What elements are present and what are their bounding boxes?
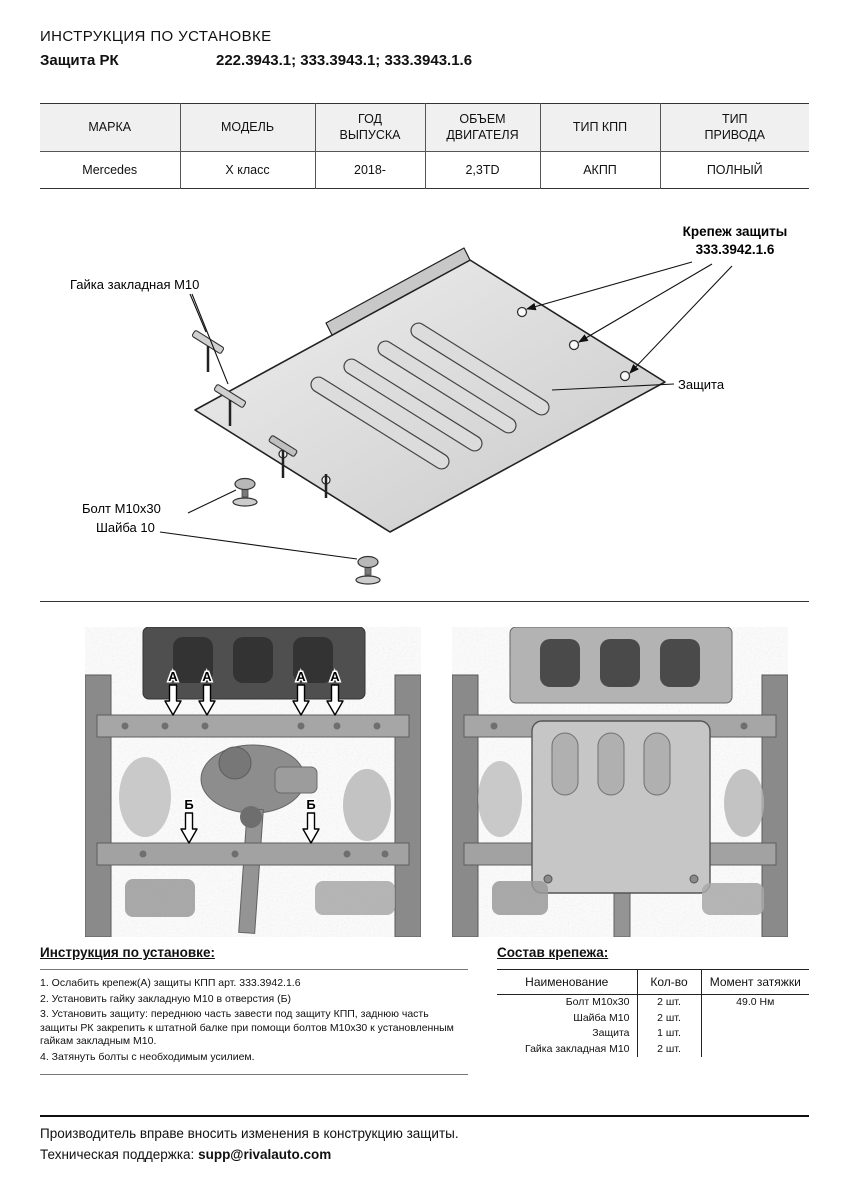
- underbody-photo-before: А А А А Б Б: [85, 627, 421, 937]
- driveshaft: [613, 890, 631, 937]
- hw-item-qty: 2 шт.: [636, 994, 701, 1011]
- hw-item-name: Гайка закладная М10: [524, 1042, 630, 1055]
- marker-a-icon: А: [292, 668, 310, 716]
- hw-item-name: Шайба М10: [573, 1011, 630, 1024]
- assembly-diagram: Крепеж защиты 333.3942.1.6 Гайка закладн…: [70, 224, 788, 585]
- bolt-part: [355, 555, 381, 585]
- installation-section: Инструкция по установке: 1. Ослабить кре…: [40, 945, 480, 1075]
- spec-data-row: Mercedes X класс 2018- 2,3TD АКПП ПОЛНЫЙ: [40, 151, 809, 189]
- hw-header-qty: Кол-во: [636, 969, 701, 995]
- divider-rule: [40, 601, 809, 602]
- spec-header-brand: МАРКА: [40, 103, 180, 153]
- marker-a-icon: А: [326, 668, 344, 716]
- hardware-row: Защита 1 шт.: [497, 1026, 809, 1042]
- installation-steps: 1. Ослабить крепеж(А) защиты КПП арт. 33…: [40, 969, 468, 1075]
- hardware-row: Гайка закладная М10 2 шт.: [497, 1041, 809, 1057]
- document-title: ИНСТРУКЦИЯ ПО УСТАНОВКЕ: [40, 28, 272, 45]
- hardware-row: Болт М10х30 2 шт. 49.0 Нм: [497, 994, 809, 1011]
- svg-text:А: А: [168, 669, 178, 684]
- bolt-part: [232, 477, 258, 507]
- shield-plate: [194, 247, 666, 533]
- hardware-row: Шайба М10 2 шт.: [497, 1010, 809, 1026]
- support-line: Техническая поддержка: supp@rivalauto.co…: [40, 1147, 809, 1162]
- washer-part: [232, 497, 258, 507]
- rivet-nut-part: [191, 330, 225, 372]
- document-header: ИНСТРУКЦИЯ ПО УСТАНОВКЕ Защита РК 222.39…: [40, 28, 809, 69]
- product-name: Защита РК: [40, 52, 119, 69]
- washer-part: [355, 575, 381, 585]
- spec-table: МАРКА МОДЕЛЬ ГОД ВЫПУСКА ОБЪЕМ ДВИГАТЕЛЯ…: [40, 103, 809, 190]
- spec-value-brand: Mercedes: [82, 163, 138, 178]
- step-item: 4. Затянуть болты с необходимым усилием.: [40, 1050, 255, 1063]
- hardware-header-row: Наименование Кол-во Момент затяжки: [497, 969, 809, 995]
- spec-value-model: X класс: [179, 151, 315, 189]
- hardware-section: Состав крепежа: Наименование Кол-во Моме…: [497, 945, 809, 1057]
- spec-value-drive: ПОЛНЫЙ: [659, 151, 809, 189]
- rivet-nut-part: [213, 384, 247, 426]
- underbody-parts: [452, 627, 788, 937]
- spec-header-drive: ТИП ПРИВОДА: [659, 103, 809, 153]
- document-subtitle: Защита РК 222.3943.1; 333.3943.1; 333.39…: [40, 52, 809, 69]
- step-item: 2. Установить гайку закладную М10 в отве…: [40, 992, 291, 1005]
- step-item: 3. Установить защиту: переднюю часть зав…: [40, 1008, 454, 1047]
- leader-lines: [159, 261, 733, 560]
- shield-label: Защита: [678, 377, 725, 392]
- footer-rule: [40, 1115, 809, 1117]
- manufacturer-notice: Производитель вправе вносить изменения в…: [40, 1126, 459, 1141]
- hw-item-qty: 1 шт.: [636, 1026, 701, 1042]
- marker-b-icon: Б: [180, 796, 198, 844]
- fastener-kit-article: 333.3942.1.6: [696, 242, 775, 257]
- article-numbers: 222.3943.1; 333.3943.1; 333.3943.1.6: [216, 52, 473, 69]
- hw-item-qty: 2 шт.: [636, 1010, 701, 1026]
- bolt-label: Болт М10х30: [82, 501, 161, 516]
- svg-text:Б: Б: [306, 797, 315, 812]
- marker-b-icon: Б: [302, 796, 320, 844]
- hw-item-qty: 2 шт.: [636, 1041, 701, 1057]
- hw-item-torque: [700, 1041, 809, 1057]
- underbody-parts: [85, 627, 421, 937]
- hw-item-torque: 49.0 Нм: [700, 994, 809, 1011]
- hw-item-name: Защита: [592, 1027, 630, 1039]
- spec-header-engine: ОБЪЕМ ДВИГАТЕЛЯ: [424, 103, 540, 153]
- svg-text:Б: Б: [184, 797, 193, 812]
- fastener-kit-label: Крепеж защиты: [683, 224, 788, 239]
- underbody-photo-after: [452, 627, 788, 937]
- spec-value-engine: 2,3TD: [424, 151, 540, 189]
- hw-item-torque: [700, 1010, 809, 1026]
- skid-plate-installed: [531, 720, 711, 894]
- svg-text:А: А: [296, 669, 306, 684]
- installation-title: Инструкция по установке:: [40, 945, 215, 960]
- upper-crossmember: [96, 714, 410, 738]
- spec-value-gearbox: АКПП: [539, 151, 660, 189]
- spec-header-gearbox: ТИП КПП: [539, 103, 660, 153]
- spec-header-model: МОДЕЛЬ: [179, 103, 315, 153]
- step-item: 1. Ослабить крепеж(А) защиты КПП арт. 33…: [40, 977, 301, 989]
- support-email: supp@rivalauto.com: [198, 1147, 332, 1162]
- hw-header-name: Наименование: [497, 969, 637, 995]
- lower-crossmember: [96, 842, 410, 866]
- hw-item-name: Болт М10х30: [565, 996, 630, 1008]
- hardware-table: Наименование Кол-во Момент затяжки Болт …: [497, 969, 809, 1057]
- support-label: Техническая поддержка:: [40, 1147, 195, 1162]
- washer-label: Шайба 10: [96, 520, 155, 535]
- svg-text:А: А: [202, 669, 212, 684]
- spec-header-row: МАРКА МОДЕЛЬ ГОД ВЫПУСКА ОБЪЕМ ДВИГАТЕЛЯ…: [40, 103, 809, 153]
- spec-value-year: 2018-: [314, 151, 425, 189]
- spec-header-year: ГОД ВЫПУСКА: [314, 103, 425, 153]
- rivet-nut-installed: [268, 435, 328, 498]
- rivet-nut-label: Гайка закладная М10: [70, 277, 199, 292]
- hardware-title: Состав крепежа:: [497, 945, 609, 960]
- svg-text:А: А: [330, 669, 340, 684]
- marker-a-icon: А: [198, 668, 216, 716]
- document-footer: Производитель вправе вносить изменения в…: [40, 1126, 809, 1162]
- marker-a-icon: А: [164, 668, 182, 716]
- hw-item-torque: [700, 1026, 809, 1042]
- hw-header-torque: Момент затяжки: [700, 969, 809, 995]
